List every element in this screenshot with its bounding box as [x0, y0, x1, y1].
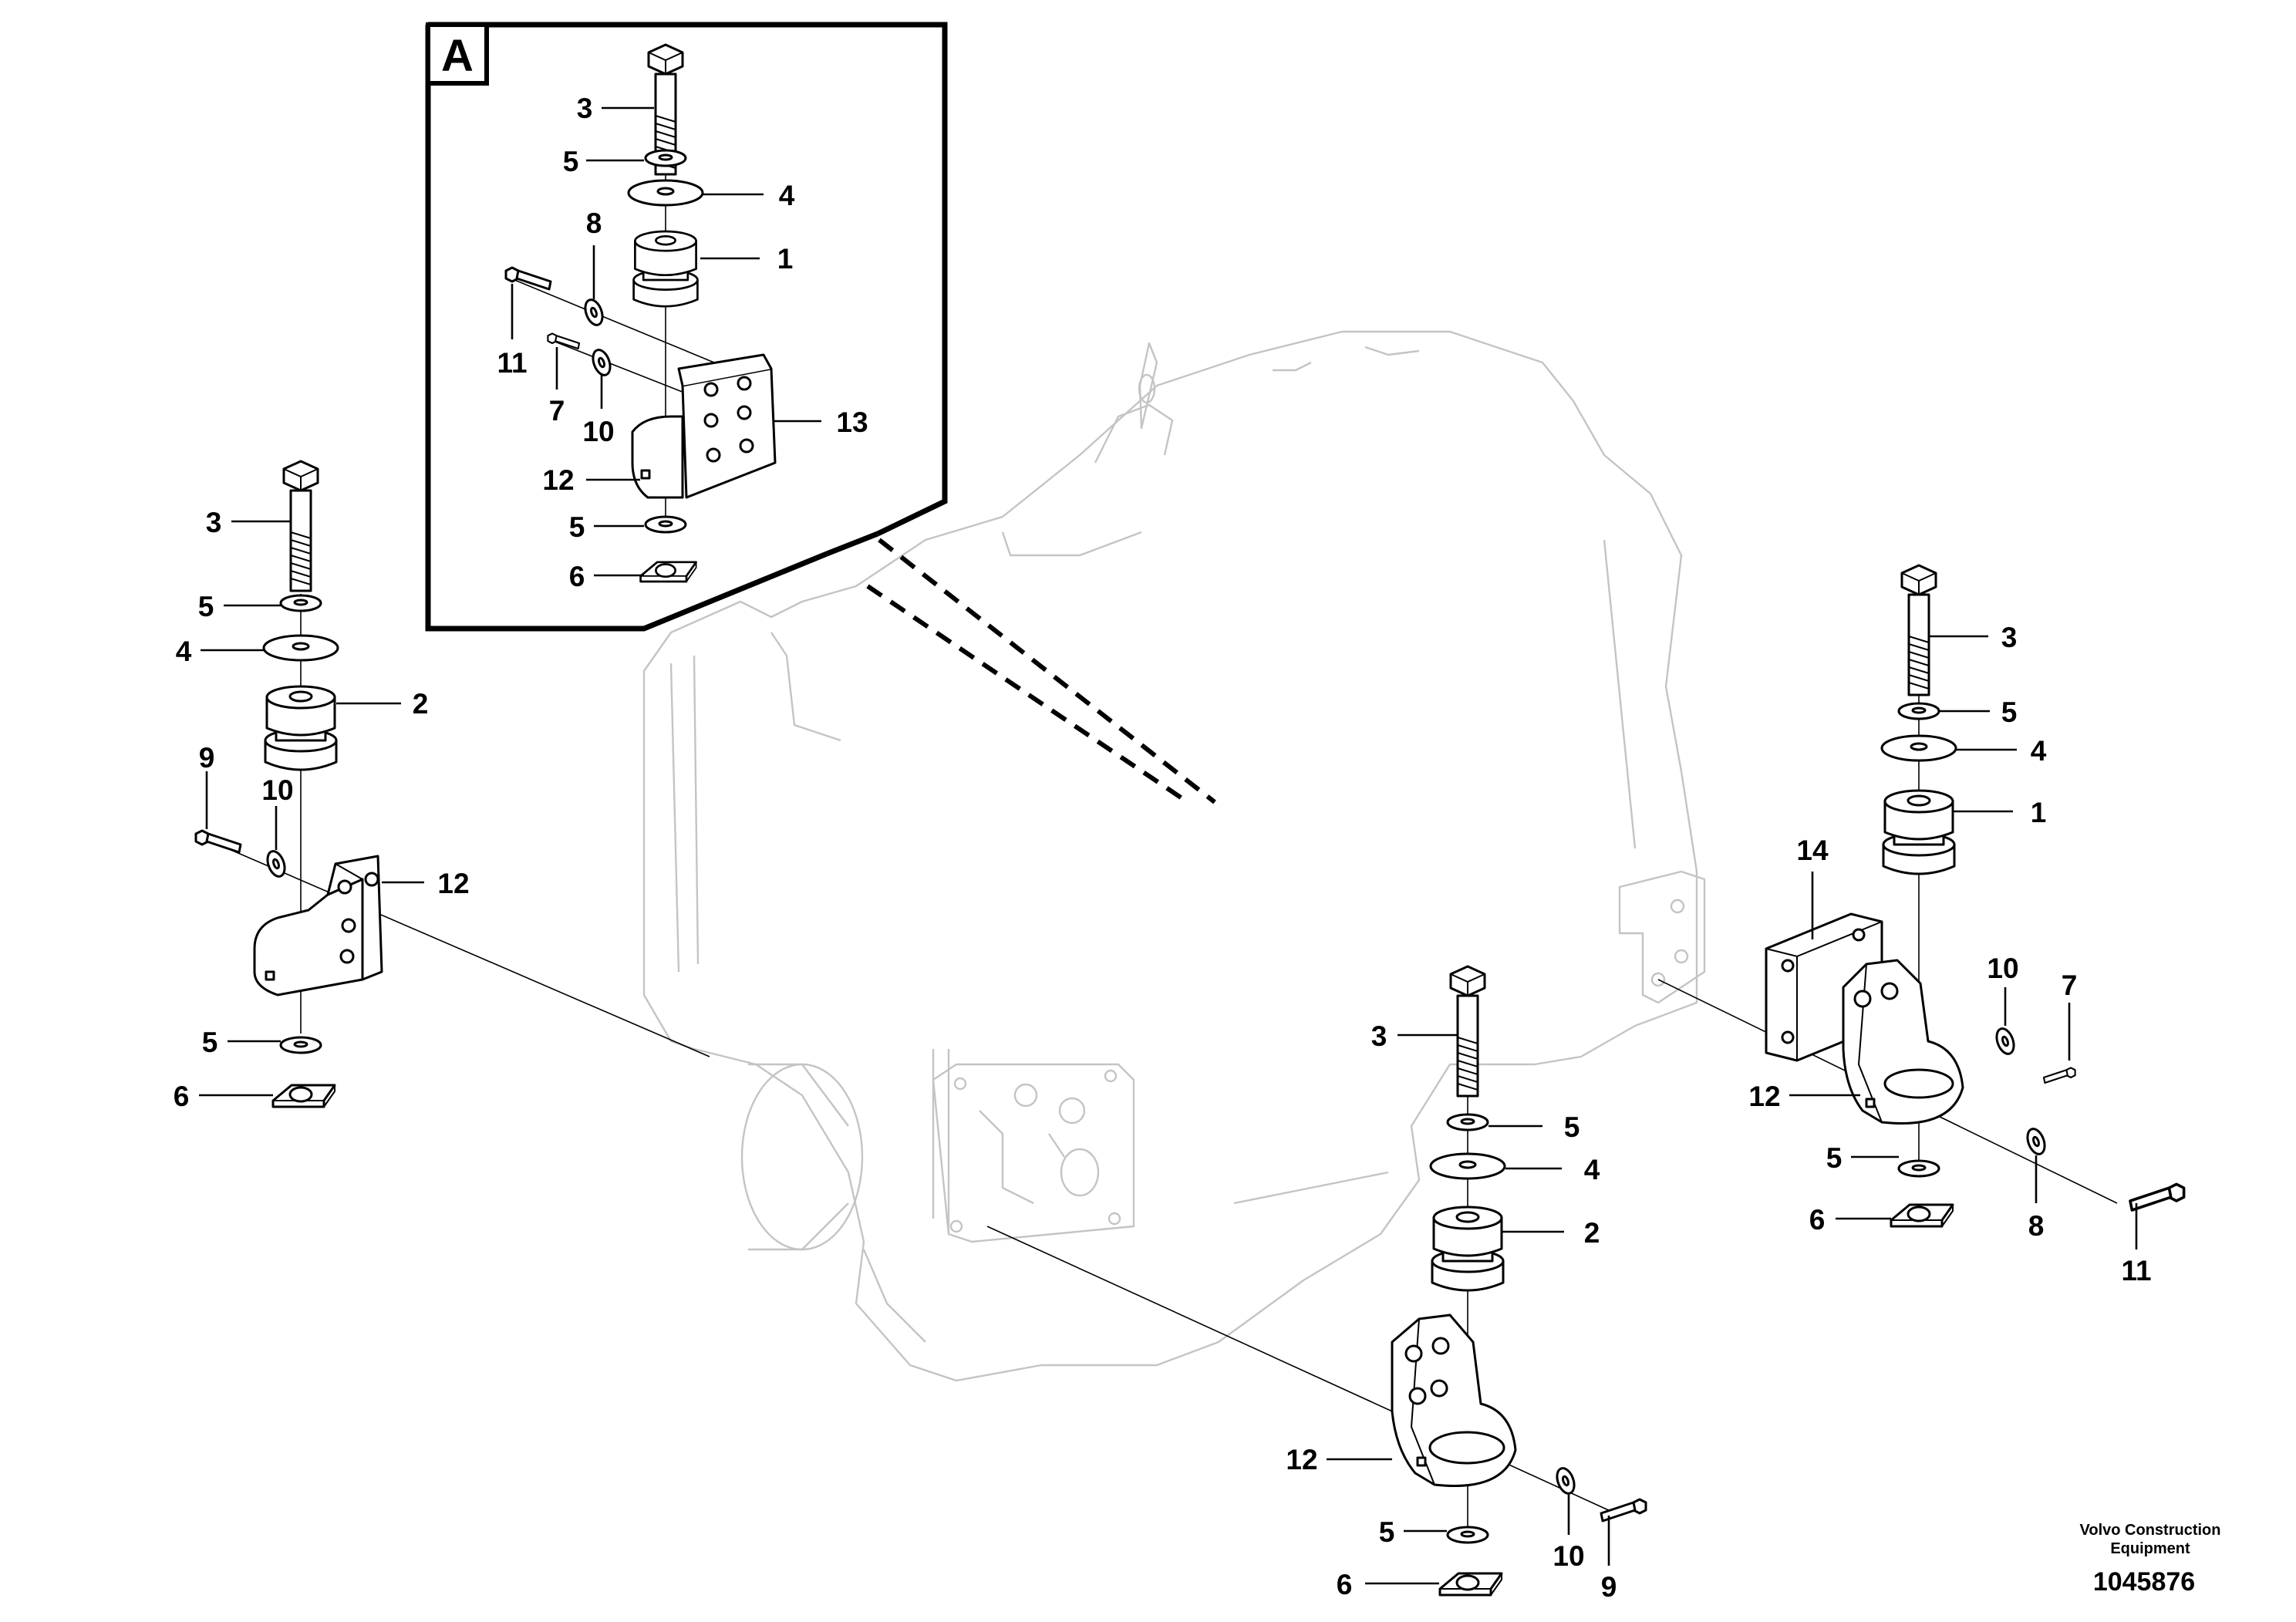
flat-washer-icon [1446, 1526, 1489, 1544]
callout-4: 4 [2031, 735, 2047, 767]
flat-washer-icon [644, 515, 687, 534]
maker-name-line1: Volvo Construction [2080, 1522, 2221, 1539]
large-washer-icon [1429, 1152, 1506, 1180]
callout-3: 3 [206, 507, 222, 538]
right-mount-assembly [1657, 564, 2186, 1228]
callout-5: 5 [569, 511, 585, 543]
rubber-cushion-icon [1431, 1206, 1505, 1292]
inset-a-callouts: 3 5 4 1 8 11 7 10 13 12 5 6 [497, 93, 868, 592]
callout-9: 9 [199, 742, 215, 774]
document-number: 1045876 [2093, 1567, 2195, 1597]
right-mount-callouts: 3 5 4 1 14 10 7 12 5 6 8 11 [1748, 622, 2151, 1286]
callout-4: 4 [176, 636, 192, 667]
side-bolt-icon [2042, 1067, 2076, 1084]
large-washer-icon [627, 179, 704, 207]
callout-5: 5 [1564, 1111, 1580, 1143]
retaining-plate-icon [1438, 1572, 1503, 1597]
callout-10: 10 [261, 774, 293, 806]
large-washer-icon [262, 634, 339, 662]
flat-washer-icon [279, 594, 322, 612]
callout-12: 12 [437, 868, 469, 899]
mount-bracket-icon [253, 855, 383, 996]
callout-3: 3 [577, 93, 593, 124]
callout-5: 5 [563, 146, 579, 177]
callout-3: 3 [2001, 622, 2018, 653]
callout-10: 10 [582, 416, 614, 447]
side-washer-icon [1992, 1025, 2018, 1057]
callout-1: 1 [2031, 797, 2047, 828]
inset-a-assembly [504, 43, 777, 583]
center-mount-assembly [986, 965, 1647, 1597]
maker-name-line2: Equipment [2110, 1540, 2190, 1557]
callout-14: 14 [1796, 835, 1829, 866]
callout-5: 5 [198, 591, 214, 622]
side-washer-icon [263, 848, 289, 880]
transmission-housing-outline [642, 330, 1706, 1382]
flat-washer-icon [1897, 702, 1940, 720]
callout-3: 3 [1371, 1020, 1387, 1052]
mount-bracket-icon [631, 353, 777, 499]
callout-5: 5 [2001, 696, 2018, 728]
left-mount-assembly [194, 460, 710, 1108]
mount-bracket-icon [1842, 959, 1964, 1125]
side-bolt-icon [2129, 1182, 2186, 1212]
callout-2: 2 [1584, 1217, 1600, 1249]
callout-1: 1 [777, 243, 794, 275]
callout-11: 11 [497, 347, 527, 379]
callout-7: 7 [549, 395, 565, 427]
callout-11: 11 [2121, 1255, 2151, 1286]
callout-6: 6 [569, 561, 585, 592]
inset-label: A [441, 31, 474, 81]
flat-washer-icon [1446, 1113, 1489, 1131]
flat-washer-icon [1897, 1159, 1940, 1178]
callout-7: 7 [2062, 969, 2078, 1001]
large-washer-icon [1880, 734, 1957, 762]
callout-5: 5 [1379, 1516, 1395, 1548]
footer-credit: Volvo Construction Equipment 1045876 [2080, 1522, 2221, 1597]
callout-10: 10 [1553, 1540, 1584, 1572]
mount-bracket-icon [1391, 1313, 1517, 1488]
side-washer-icon [1553, 1465, 1579, 1497]
callout-12: 12 [542, 464, 574, 496]
bolt-icon [1900, 564, 1937, 696]
callout-4: 4 [779, 180, 795, 211]
bolt-icon [282, 460, 319, 592]
retaining-plate-icon [1890, 1203, 1954, 1228]
callout-10: 10 [1987, 953, 2018, 984]
side-bolt-icon [194, 829, 242, 854]
side-washer-icon [2023, 1125, 2049, 1158]
inset-label-box [426, 22, 489, 86]
callout-5: 5 [1826, 1142, 1843, 1174]
center-mount-callouts: 3 5 4 2 12 5 6 10 9 [1286, 1020, 1617, 1603]
flat-washer-icon [279, 1036, 322, 1054]
callout-8: 8 [2028, 1210, 2045, 1242]
rubber-cushion-icon [1882, 789, 1956, 875]
callout-5: 5 [202, 1027, 218, 1058]
callout-8: 8 [586, 207, 602, 239]
flat-washer-icon [644, 149, 687, 167]
rubber-cushion-icon [632, 230, 699, 308]
callout-4: 4 [1584, 1154, 1600, 1185]
retaining-plate-icon [271, 1084, 336, 1108]
callout-9: 9 [1601, 1571, 1617, 1603]
rubber-cushion-icon [264, 685, 338, 771]
bolt-icon [1449, 965, 1486, 1098]
callout-6: 6 [1337, 1569, 1353, 1600]
callout-6: 6 [174, 1081, 190, 1112]
callout-13: 13 [836, 406, 868, 438]
detail-inset-a: A [425, 22, 948, 632]
callout-6: 6 [1809, 1204, 1826, 1236]
inset-pointer-dashes [866, 538, 1216, 804]
callout-2: 2 [413, 688, 429, 720]
left-mount-callouts: 3 5 4 2 9 10 12 5 6 [174, 507, 470, 1112]
callout-12: 12 [1286, 1444, 1317, 1475]
callout-12: 12 [1748, 1081, 1780, 1112]
